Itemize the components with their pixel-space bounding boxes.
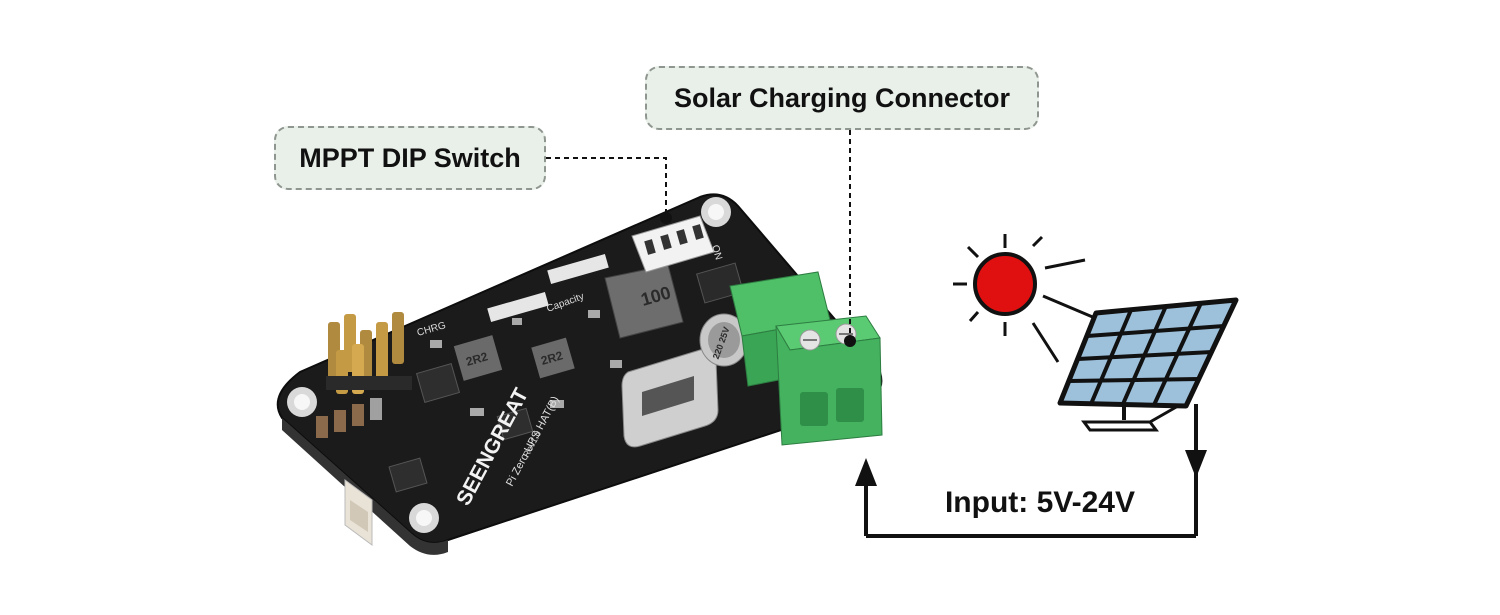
mppt-dip-switch: ON: [631, 215, 724, 273]
solar-leader-line: [844, 130, 856, 347]
arrow-up-icon: [855, 458, 877, 486]
sun-icon: [953, 234, 1096, 363]
inductor-2r2-b: 2R2: [531, 337, 575, 379]
capacitor: 220 25V: [699, 313, 749, 367]
side-connector: [344, 479, 373, 546]
mppt-leader-line: [546, 157, 672, 224]
ic-chip: [496, 407, 534, 441]
svg-text:2R2: 2R2: [539, 348, 564, 368]
solar-connector-callout: Solar Charging Connector: [645, 66, 1039, 130]
ic-chip: [388, 457, 428, 493]
smd-components: [316, 310, 622, 438]
mppt-dip-switch-callout: MPPT DIP Switch: [274, 126, 546, 190]
input-voltage-label: Input: 5V-24V: [910, 486, 1170, 520]
ic-chip: [415, 363, 461, 403]
solar-panel-icon: [1057, 297, 1239, 432]
solar-terminal-block: [729, 271, 883, 446]
pogo-pins: [326, 312, 412, 394]
capacity-leds: [487, 254, 609, 322]
svg-text:2R2: 2R2: [464, 349, 489, 369]
svg-text:ON: ON: [709, 244, 724, 261]
inductor-2r2-a: 2R2: [453, 335, 503, 381]
inductor-100: 100: [604, 264, 684, 339]
arrow-down-icon: [1185, 450, 1207, 478]
